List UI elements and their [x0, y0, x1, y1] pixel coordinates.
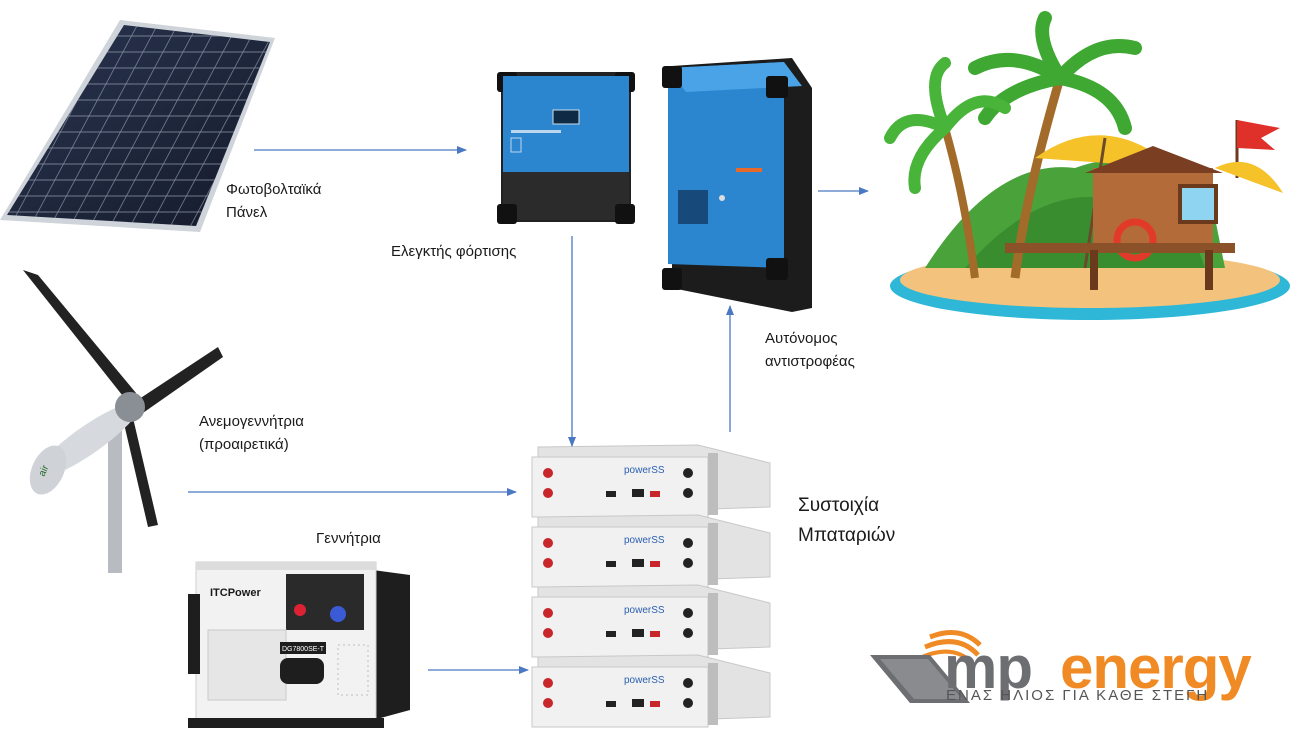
mp-energy-logo: mp energy ΕΝΑΣ ΗΛΙΟΣ ΓΙΑ ΚΑΘΕ ΣΤΕΓΗ — [870, 625, 1290, 733]
solar-panel-icon — [0, 20, 275, 232]
inverter-label: Αυτόνομος αντιστροφέας — [765, 330, 855, 370]
logo-tagline: ΕΝΑΣ ΗΛΙΟΣ ΓΙΑ ΚΑΘΕ ΣΤΕΓΗ — [946, 687, 1210, 704]
turbine-brand-text: air — [37, 463, 52, 478]
charge-controller-icon — [497, 72, 635, 224]
generator-icon: ITCPower DG7800SE-T — [188, 561, 410, 728]
wind-turbine-icon: air — [23, 270, 223, 573]
battery-module: powerSS — [531, 444, 771, 518]
inverter-icon — [662, 58, 812, 312]
battery-brand-text: powerSS — [624, 675, 665, 686]
wind-turbine-label: Ανεμογεννήτρια (προαιρετικά) — [199, 413, 304, 453]
charge-controller-label: Ελεγκτής φόρτισης — [391, 243, 517, 260]
logo-energy-text: energy — [1060, 634, 1252, 701]
generator-label: Γεννήτρια — [316, 530, 381, 547]
battery-bank-label: Συστοιχία Μπαταριών — [798, 495, 896, 546]
logo-sun-swoosh-icon — [870, 630, 982, 703]
battery-module: powerSS — [531, 514, 771, 588]
island-house-icon — [884, 11, 1290, 320]
generator-brand-text: ITCPower — [210, 587, 261, 599]
battery-stack-icon: powerSS powerSS powerSS powerSS — [531, 444, 771, 728]
logo-mp-text: mp — [944, 634, 1033, 701]
battery-brand-text: powerSS — [624, 465, 665, 476]
battery-module: powerSS — [531, 654, 771, 728]
solar-panel-label: Φωτοβολταϊκά Πάνελ — [226, 181, 322, 221]
battery-brand-text: powerSS — [624, 535, 665, 546]
generator-model-text: DG7800SE-T — [282, 646, 325, 653]
battery-module: powerSS — [531, 584, 771, 658]
battery-brand-text: powerSS — [624, 605, 665, 616]
